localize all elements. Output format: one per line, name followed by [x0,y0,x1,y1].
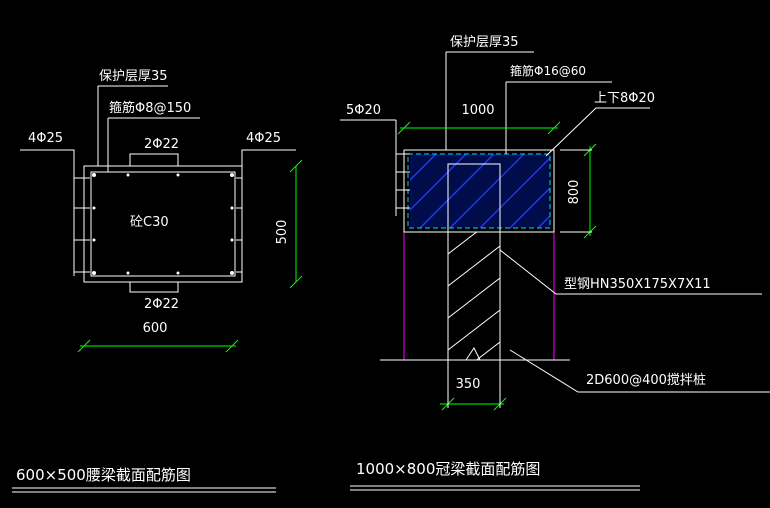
dimension-800 [560,143,597,239]
pile-label: 2D600@400搅拌桩 [586,372,706,388]
concrete-grade-label: 砼C30 [130,215,169,230]
width-dim-label: 1000 [461,103,494,118]
rebar-dots [92,173,234,275]
cap-beam [403,149,555,233]
side-bars-right-label: 4Φ25 [246,131,281,146]
dimension-500 [289,159,303,289]
bottom-bars-label: 2Φ22 [144,297,179,312]
waist-beam-title: 600×500腰梁截面配筋图 [12,466,276,493]
height-dim-label: 800 [567,180,582,205]
crown-beam-title: 1000×800冠梁截面配筋图 [350,460,640,491]
top-bars-label: 2Φ22 [144,137,179,152]
width-dim-label: 600 [143,321,168,336]
stirrup-label: 箍筋Φ16@60 [510,63,586,78]
waist-beam-section: 保护层厚35 箍筋Φ8@150 4Φ25 4Φ25 2Φ22 2Φ22 砼C30… [20,69,303,353]
crown-beam-title-text: 1000×800冠梁截面配筋图 [356,460,540,478]
cover-thickness-label: 保护层厚35 [450,35,519,50]
rebar-cage [90,171,236,277]
dimension-1000 [397,121,561,135]
dimension-600 [77,339,239,353]
pile-outline [403,231,555,360]
cover-thickness-label: 保护层厚35 [99,69,168,84]
stirrup-label: 箍筋Φ8@150 [109,100,191,116]
dimension-350 [440,360,507,411]
steel-section-label: 型钢HN350X175X7X11 [564,277,711,292]
side-bars-left-label: 4Φ25 [28,131,63,146]
top-bottom-bars-label: 上下8Φ20 [594,91,655,106]
height-dim-label: 500 [275,220,290,245]
waist-beam-title-text: 600×500腰梁截面配筋图 [16,466,191,484]
crown-beam-section: 保护层厚35 箍筋Φ16@60 5Φ20 上下8Φ20 1000 800 型钢H… [340,35,770,411]
pile-dim-label: 350 [456,377,481,392]
side-bars-label: 5Φ20 [346,103,381,118]
